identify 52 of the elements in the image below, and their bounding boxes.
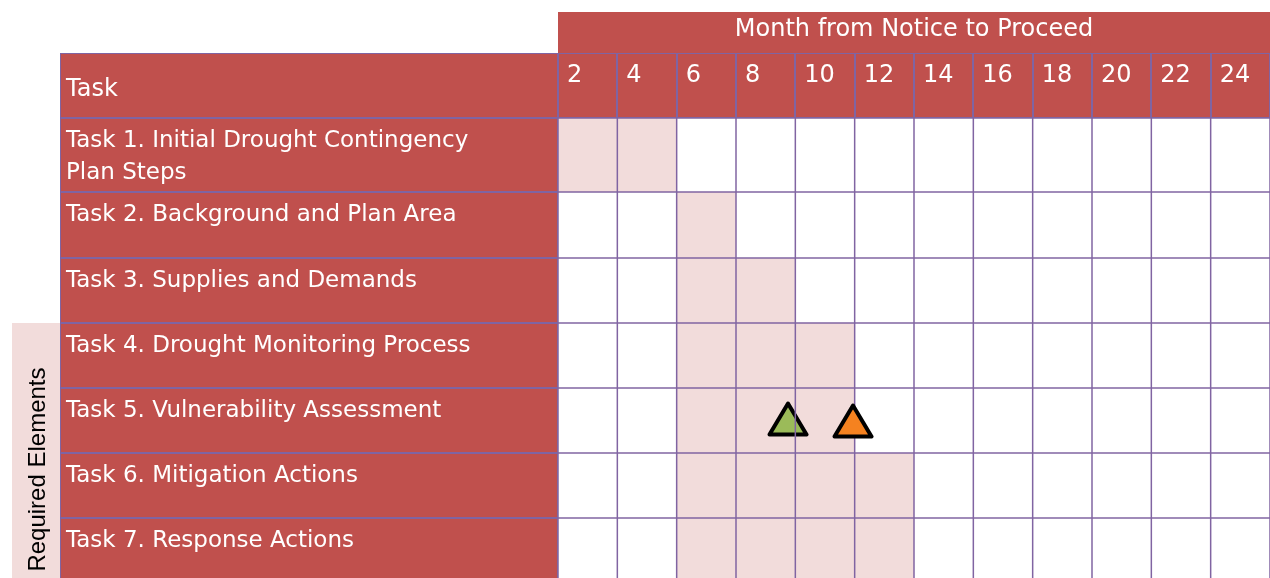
label-text: Task 6. Mitigation Actions: [66, 460, 359, 489]
label-text: Task 4. Drought Monitoring Process: [66, 330, 472, 359]
column-header: [1092, 53, 1152, 118]
column-header: [795, 53, 855, 118]
schedule-bar: [676, 453, 914, 518]
column-header: [736, 53, 796, 118]
label-text: 6: [685, 59, 702, 90]
label-text: 12: [863, 59, 896, 90]
label-text: 2: [567, 59, 584, 90]
column-header: [558, 53, 618, 118]
row-header: [60, 258, 558, 323]
label-text: Month from Notice to Proceed: [733, 13, 1095, 44]
column-header: [854, 53, 914, 118]
row-header: [60, 388, 558, 453]
column-header: [676, 53, 736, 118]
label-text: 14: [923, 59, 955, 90]
header-band: [558, 12, 1270, 53]
label-text: Task: [66, 73, 119, 104]
row-header: [60, 192, 558, 258]
label-text: 4: [626, 59, 643, 90]
schedule-bar: [676, 518, 914, 578]
column-header: [973, 53, 1033, 118]
column-header: [1210, 53, 1270, 118]
column-header: [914, 53, 974, 118]
label-text: 22: [1160, 59, 1192, 90]
label-text: 24: [1219, 59, 1252, 90]
label-text: 18: [1041, 59, 1074, 90]
label-text: 8: [745, 59, 762, 90]
milestone-triangle: [767, 401, 809, 437]
column-header: [60, 53, 558, 118]
column-header: [1032, 53, 1092, 118]
column-header: [617, 53, 677, 118]
label-text: Task 5. Vulnerability Assessment: [66, 395, 443, 424]
column-header: [1151, 53, 1211, 118]
label-text: 20: [1101, 59, 1133, 90]
row-header: [60, 118, 558, 192]
row-header: [60, 518, 558, 578]
row-header: [60, 323, 558, 388]
label-text: Required Elements: [22, 367, 51, 572]
schedule-bar: [676, 192, 736, 258]
label-text: Task 3. Supplies and Demands: [66, 265, 418, 294]
label-text: 16: [982, 59, 1014, 90]
label-text: Task 2. Background and Plan Area: [66, 199, 458, 228]
schedule-bar: [676, 323, 855, 388]
label-text: Task 1. Initial Drought Contingency Plan Steps: [66, 125, 470, 187]
schedule-bar: [676, 258, 796, 323]
milestone-triangle: [832, 403, 874, 439]
row-header: [60, 453, 558, 518]
label-text: Task 7. Response Actions: [66, 525, 355, 554]
schedule-bar: [558, 118, 677, 192]
label-text: 10: [804, 59, 836, 90]
side-band: [12, 323, 60, 578]
